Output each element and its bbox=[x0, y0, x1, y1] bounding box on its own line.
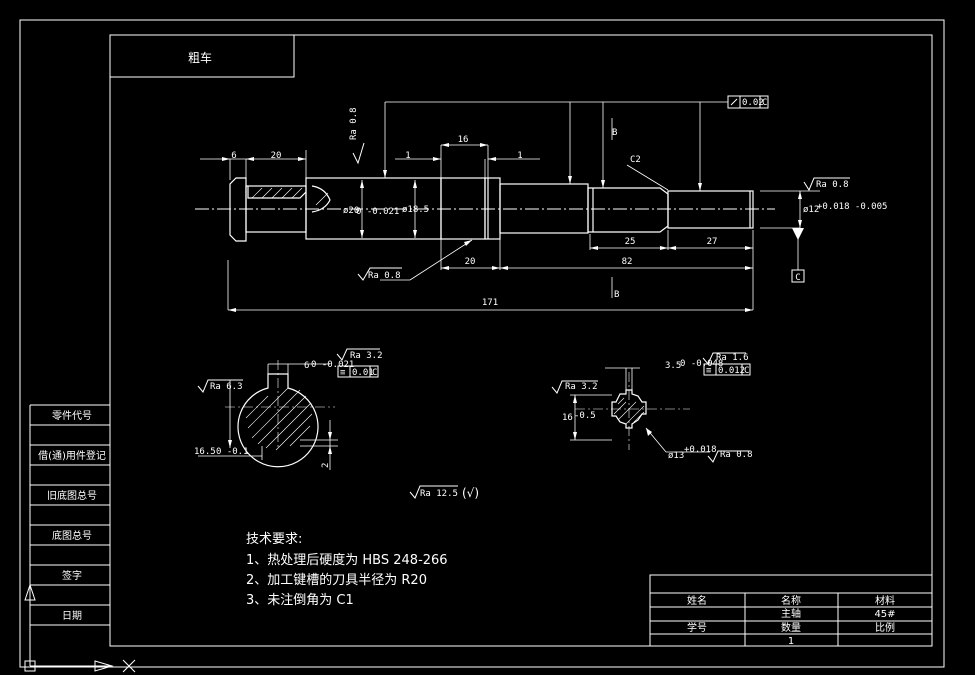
dim-25: 25 bbox=[625, 237, 636, 247]
title-block-student-no-label: 学号 bbox=[687, 621, 707, 634]
tech-requirement-1: 1、热处理后硬度为 HBS 248-266 bbox=[246, 552, 448, 568]
section-view-1-roughness bbox=[197, 348, 380, 393]
title-block-material: 45# bbox=[874, 609, 895, 620]
dim-phi13-tolerance: +0.018 bbox=[684, 445, 717, 455]
dim-phi13: ø13 bbox=[668, 451, 684, 461]
tech-requirements-title: 技术要求: bbox=[246, 532, 302, 547]
side-label-base-number: 底图总号 bbox=[52, 529, 92, 542]
general-roughness-symbol bbox=[409, 485, 458, 499]
dim-20-bottom: 20 bbox=[465, 257, 476, 267]
key1-width: 6 bbox=[304, 361, 309, 371]
main-dimension-texts: 6 20 1 16 1 20 25 27 82 171 ø20 0 -0.021… bbox=[231, 128, 887, 308]
dim-27: 27 bbox=[707, 237, 718, 247]
dimension-lines bbox=[200, 101, 820, 311]
symmetry-value-1: 0.01 bbox=[352, 368, 374, 378]
title-block-name-label: 姓名 bbox=[687, 594, 707, 607]
roughness-ra63: Ra 6.3 bbox=[210, 382, 243, 392]
dim-1-right: 1 bbox=[517, 151, 522, 161]
section-view-1-arrows bbox=[228, 432, 332, 454]
roughness-ra08-vertical: Ra 0.8 bbox=[349, 107, 359, 140]
symmetry-datum-2: C bbox=[744, 366, 749, 376]
side-label-old-number: 旧底图总号 bbox=[47, 489, 97, 502]
section-view-1-hatch bbox=[245, 387, 313, 451]
runout-frame bbox=[727, 95, 769, 109]
dim-phi12: ø12 bbox=[803, 205, 819, 215]
section-view-1 bbox=[225, 360, 335, 468]
datum-c-letter: C bbox=[795, 273, 800, 283]
shaft-main-view bbox=[229, 177, 754, 242]
title-block-quantity: 1 bbox=[788, 636, 794, 647]
symmetry-icon-1: ≡ bbox=[340, 368, 346, 378]
symmetry-icon-2: ≡ bbox=[706, 366, 712, 376]
runout-value: 0.02 bbox=[742, 98, 764, 108]
roughness-ra32-right: Ra 3.2 bbox=[565, 382, 598, 392]
dim-16-right-tolerance: -0.5 bbox=[574, 411, 596, 421]
side-label-date: 日期 bbox=[62, 610, 82, 622]
title-block-texts: 姓名 名称 材料 主轴 45# 学号 数量 比例 1 bbox=[687, 594, 896, 647]
roughness-ra08-section: Ra 0.8 bbox=[720, 450, 753, 460]
section-view-2 bbox=[575, 372, 690, 450]
title-block-part-name-label: 名称 bbox=[781, 594, 801, 607]
dim-phi20-tolerance: 0 -0.021 bbox=[356, 207, 399, 217]
tech-requirement-2: 2、加工键槽的刀具半径为 R20 bbox=[246, 572, 427, 588]
side-labels: 零件代号 借(通)用件登记 旧底图总号 底图总号 签字 日期 bbox=[38, 410, 106, 622]
dim-phi20: ø20 bbox=[343, 206, 359, 216]
tech-requirement-3: 3、未注倒角为 C1 bbox=[246, 593, 354, 608]
dim-16-5: 16.5 bbox=[194, 447, 216, 457]
keyway-hatch bbox=[251, 187, 329, 206]
side-label-borrow: 借(通)用件登记 bbox=[38, 449, 106, 462]
dim-phi12-tolerance: +0.018 -0.005 bbox=[817, 202, 887, 212]
dim-16: 16 bbox=[458, 135, 469, 145]
roughness-ra32-left: Ra 3.2 bbox=[350, 351, 383, 361]
runout-datum: C bbox=[762, 98, 767, 108]
dim-1-left: 1 bbox=[405, 151, 410, 161]
section-mark-b-top: B bbox=[612, 128, 617, 138]
title-block-part-name: 主轴 bbox=[781, 607, 801, 620]
datum-c-box bbox=[791, 269, 805, 283]
roughness-ra08-left: Ra 0.8 bbox=[368, 271, 401, 281]
dim-82: 82 bbox=[622, 257, 633, 267]
general-roughness-text: Ra 12.5 bbox=[420, 489, 458, 499]
dimension-arrows bbox=[222, 143, 804, 312]
chamfer-c2: C2 bbox=[630, 155, 641, 165]
dim-phi18-5: ø18.5 bbox=[402, 205, 429, 215]
roughness-ra08-right: Ra 0.8 bbox=[816, 180, 849, 190]
side-label-table bbox=[29, 404, 110, 646]
ucs-icon bbox=[24, 583, 136, 673]
dim-2: 2 bbox=[321, 463, 331, 468]
section-view-2-roughness bbox=[551, 352, 751, 463]
section-mark-b-bottom: B bbox=[614, 290, 619, 300]
dim-6: 6 bbox=[231, 151, 236, 161]
section-view-1-dimensions bbox=[198, 363, 338, 470]
section-view-2-hatch bbox=[613, 397, 645, 425]
key2-width: 3.5 bbox=[665, 361, 681, 371]
dim-16-right: 16 bbox=[562, 413, 573, 423]
drawing-frame bbox=[19, 19, 945, 668]
roughness-symbols-main bbox=[352, 142, 850, 281]
section-view-2-arrows bbox=[573, 395, 652, 440]
symmetry-datum-1: C bbox=[372, 368, 377, 378]
dim-171: 171 bbox=[482, 298, 498, 308]
stamp-text: 粗车 bbox=[188, 50, 212, 65]
title-block-scale-label: 比例 bbox=[875, 621, 895, 634]
title-block-quantity-label: 数量 bbox=[781, 621, 801, 634]
general-roughness-paren: (√) bbox=[462, 486, 479, 500]
title-block-material-label: 材料 bbox=[875, 594, 895, 607]
key2-tolerance: 0 -0.048 bbox=[680, 359, 723, 369]
roughness-ra16: Ra 1.6 bbox=[716, 353, 749, 363]
dim-16-5-tolerance: 0 -0.1 bbox=[216, 447, 249, 457]
side-label-signature: 签字 bbox=[62, 569, 82, 582]
symmetry-value-2: 0.012 bbox=[718, 366, 745, 376]
dim-20-left: 20 bbox=[271, 151, 282, 161]
side-label-part-code: 零件代号 bbox=[52, 410, 92, 422]
key1-tolerance: 0 -0.021 bbox=[311, 360, 354, 370]
title-block bbox=[649, 574, 933, 647]
